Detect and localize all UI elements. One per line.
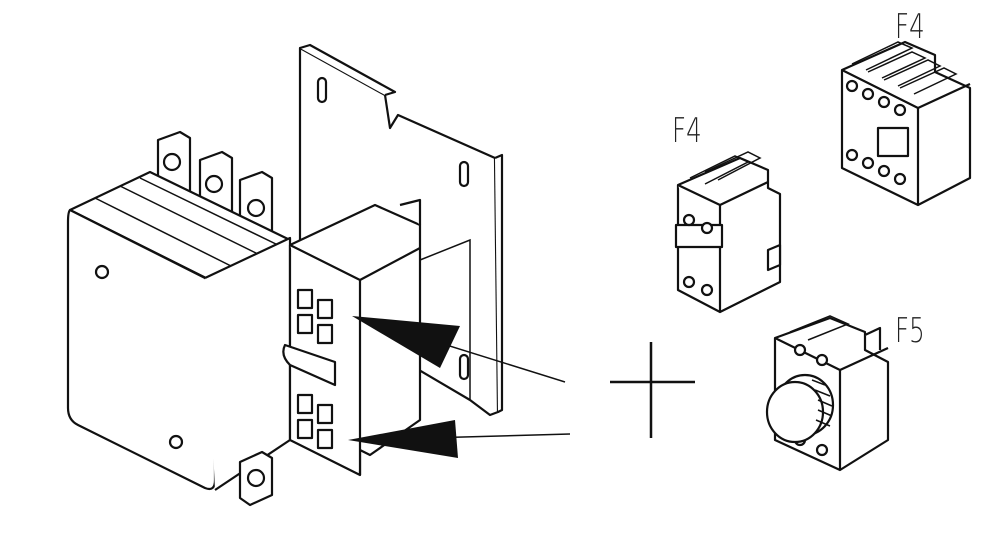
- aux-contact-block-f4-front: [674, 151, 782, 314]
- label-f4-top: F4: [895, 7, 925, 46]
- arrow-upper: [352, 316, 566, 383]
- aux-contact-block-f4-top: [840, 40, 972, 207]
- label-f4-mid-text: F4: [672, 111, 702, 150]
- label-f5-text: F5: [895, 311, 925, 350]
- side-aux-block: [282, 198, 471, 477]
- arrow-lower: [348, 420, 571, 458]
- bottom-terminal: [238, 450, 274, 507]
- label-f4-mid: F4: [672, 111, 702, 150]
- timer-dial-icon: [765, 373, 835, 444]
- front-housing: [66, 208, 292, 491]
- label-f4-top-text: F4: [895, 7, 925, 46]
- main-contactor: [66, 43, 571, 507]
- timer-block-f5: [765, 315, 890, 472]
- plus-sign-icon: [610, 342, 695, 438]
- label-f5: F5: [895, 311, 925, 350]
